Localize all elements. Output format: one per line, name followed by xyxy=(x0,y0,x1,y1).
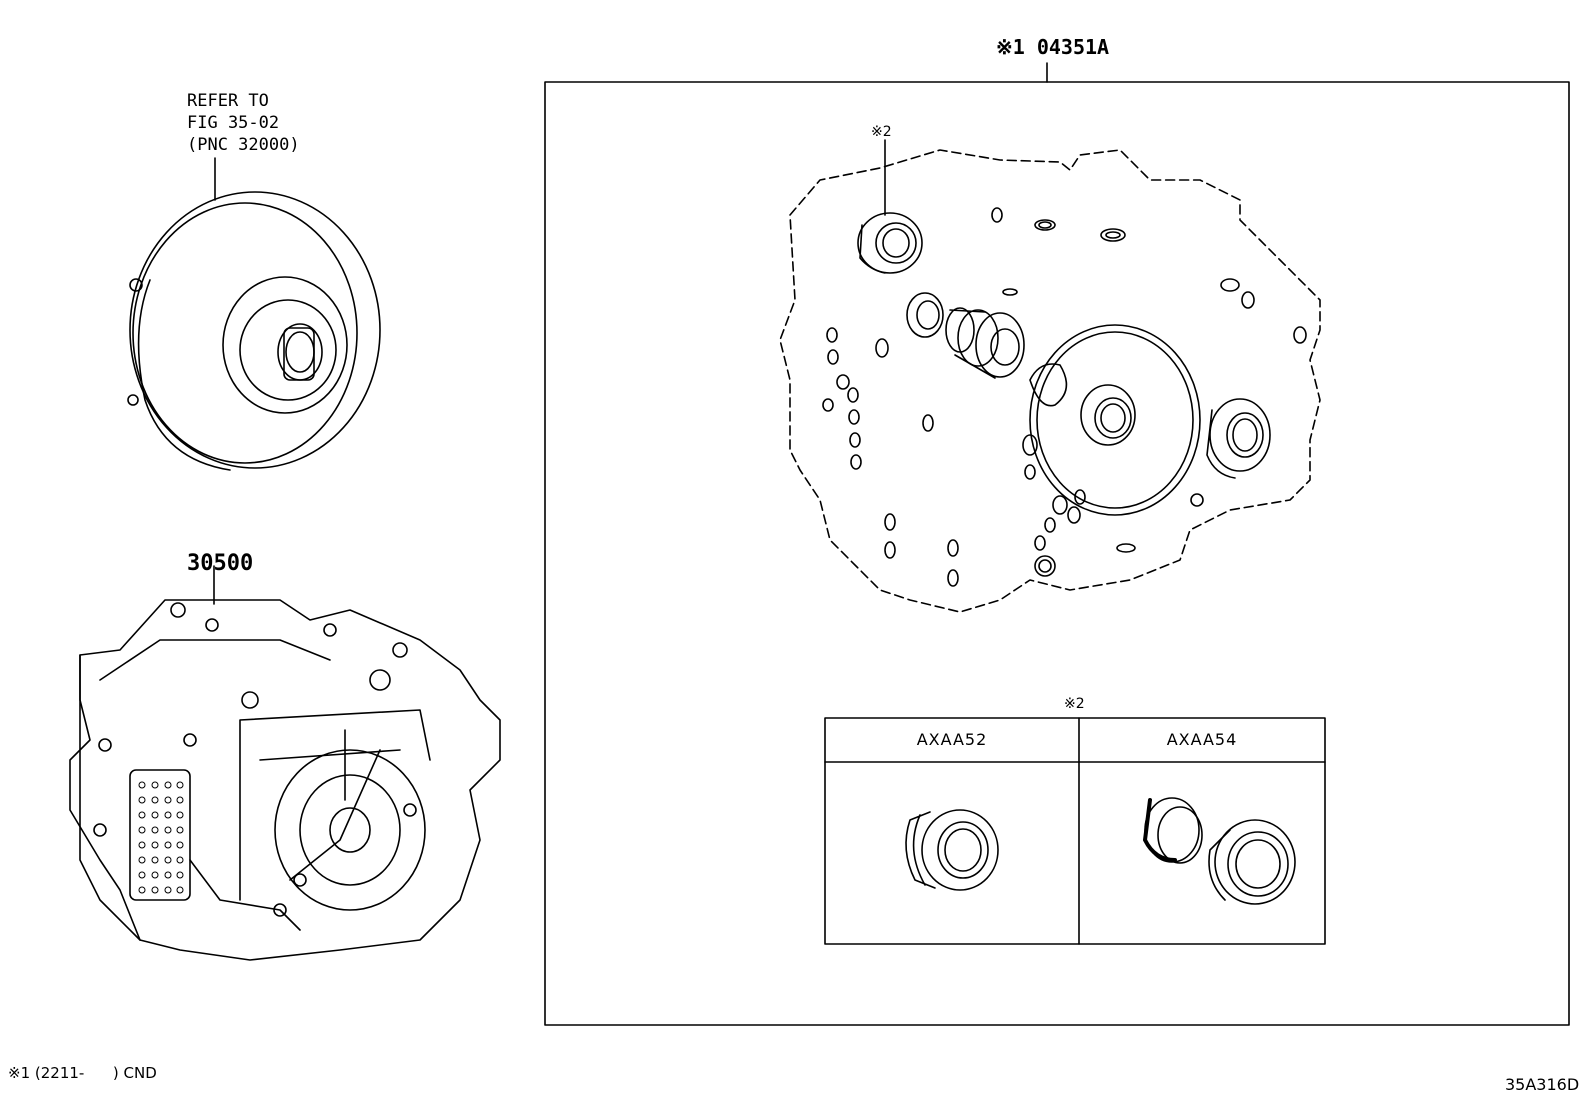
variant-column-axaa54: AXAA54 xyxy=(1166,730,1238,749)
transaxle-part-number: 30500 xyxy=(187,551,254,576)
seal-axaa52-illustration xyxy=(905,809,999,891)
variant-column-axaa52: AXAA52 xyxy=(916,730,988,749)
refer-line-2: FIG 35-02 xyxy=(187,113,280,133)
refer-line-3: (PNC 32000) xyxy=(187,135,300,155)
overhaul-kit-frame xyxy=(544,62,1570,1026)
variant-table-note: ※2 xyxy=(1064,696,1085,712)
figure-code: 35A316D xyxy=(1505,1075,1580,1094)
overhaul-kit-part-label: ※1 04351A xyxy=(996,35,1110,59)
footnote: ※1 (2211- ) CND xyxy=(8,1064,157,1082)
seal-note-marker: ※2 xyxy=(871,124,892,140)
seal-axaa54-illustration xyxy=(1143,797,1296,905)
torque-converter-illustration xyxy=(127,157,381,471)
variant-table-grid xyxy=(824,717,1326,945)
transaxle-illustration xyxy=(69,565,501,961)
gasket-kit-illustration xyxy=(779,149,1321,613)
refer-line-1: REFER TO xyxy=(187,91,269,111)
